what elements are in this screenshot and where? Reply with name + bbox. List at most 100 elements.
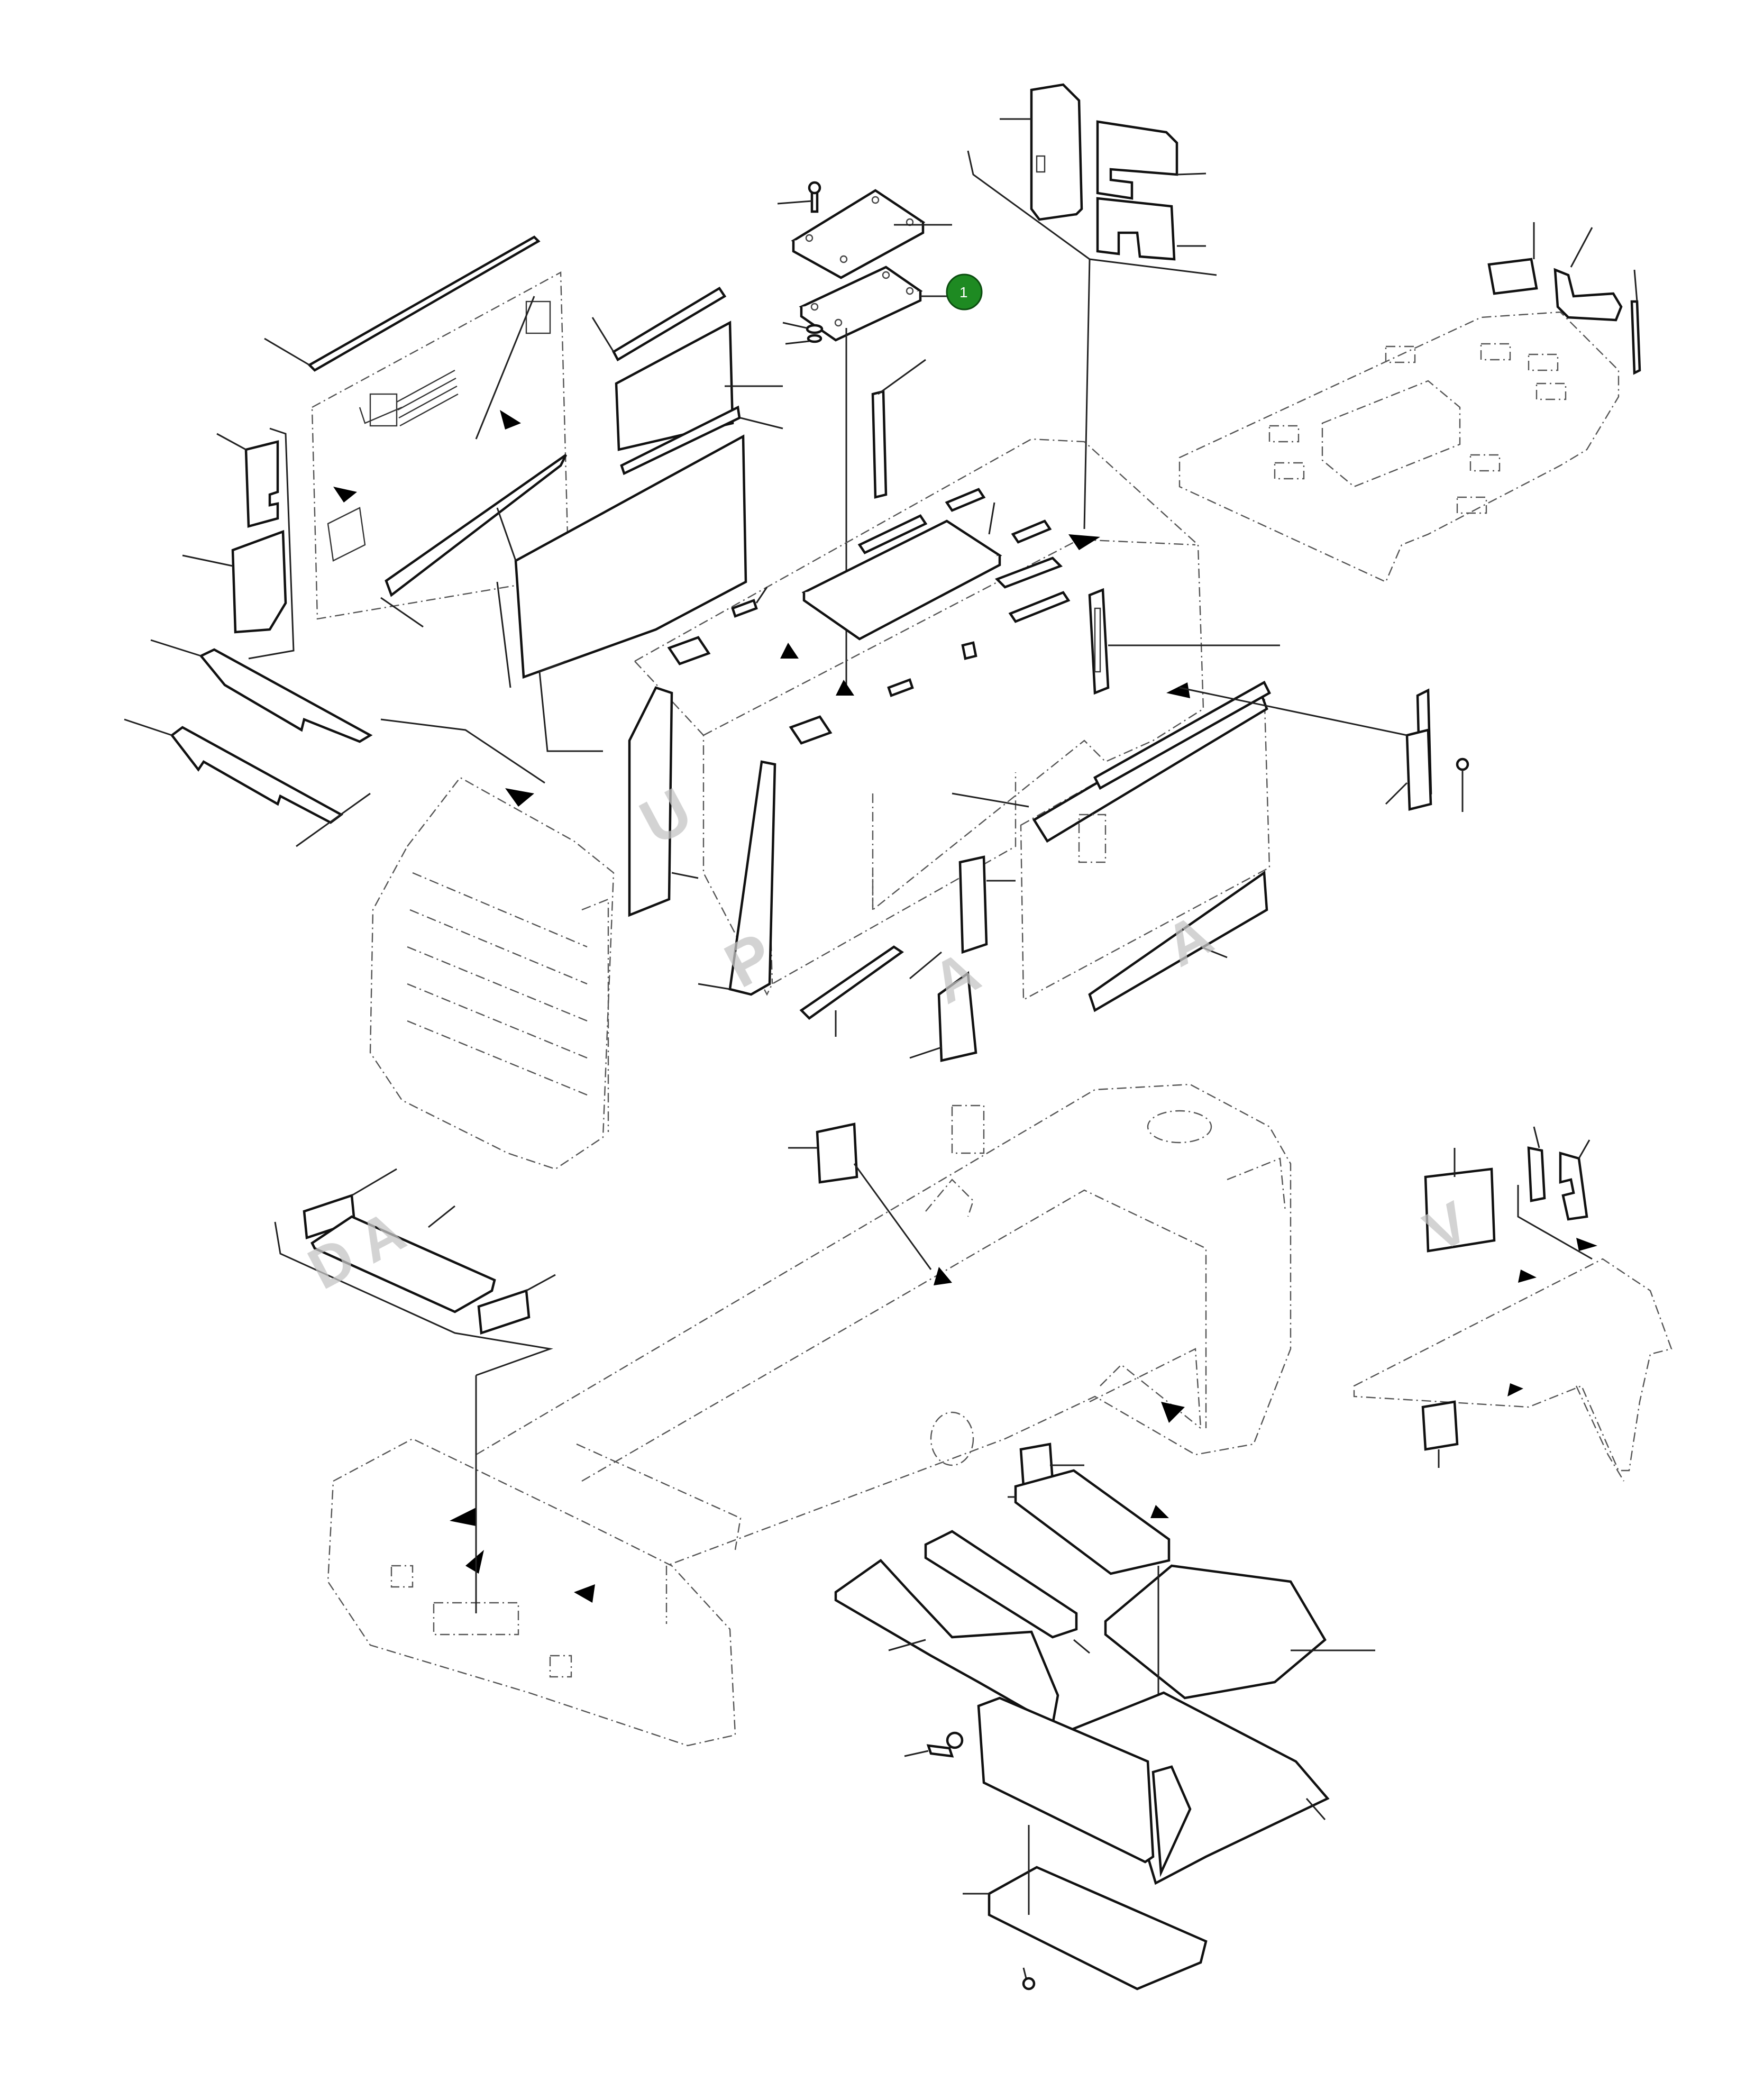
assembly-arrow [465,1550,484,1574]
rear-door-panel [311,271,570,620]
rear-panel-group [124,235,570,847]
front-grille-group [369,777,615,1170]
strip-pad-small [731,599,758,618]
floor-pad-stepped [199,648,373,743]
cab-floor-group [1178,222,1641,583]
assembly-arrow [780,643,799,659]
cover-bolt [1022,1977,1036,1991]
step-pad-notched [1559,1152,1588,1221]
callout-1-label: 1 [959,284,968,300]
assembly-arrow [836,680,854,696]
strip-pad [994,556,1063,589]
assembly-arrow [505,788,534,807]
counterweight-pads-group [274,1168,556,1613]
assembly-arrow [333,487,357,503]
square-pad-floor [816,1122,858,1184]
assembly-arrow [500,410,521,430]
strip-pad [1008,591,1071,623]
tray-washer [946,1731,964,1749]
battery-tray-bracket [1151,1765,1192,1877]
chassis-mount [951,1104,985,1154]
battery-tray-side [977,1696,1155,1864]
trim-strip-long [307,235,541,372]
step-pad-narrow [1527,1146,1546,1202]
door-pad-notched-lower [1096,197,1176,261]
chassis-group [327,1083,1292,1747]
pivot-boss [930,1411,974,1466]
floor-pad-notched [170,726,344,824]
floor-pads-group [834,1469,1375,1991]
pad-flat-long [310,1215,496,1313]
square-pad [667,636,711,665]
assembly-arrow [934,1267,952,1285]
step-pad-bottom [1421,1400,1459,1451]
background-watermark: U P A A D A V [298,774,1479,1302]
side-pad-triangle [1088,870,1268,1012]
pad-shaded-corner [937,971,977,1062]
step-plate [1353,1258,1672,1472]
floor-strip [799,945,904,1020]
vertical-spacer [871,390,888,499]
assembly-arrow [1150,1505,1169,1518]
pad-tall-narrow [958,855,988,954]
floor-pad-polygon [1104,1564,1327,1700]
washer [806,324,824,334]
bracket-bolt [1456,757,1469,771]
cab-floor-plate [1178,311,1620,583]
vent-grille [396,369,459,427]
floor-pad-rect [1014,1469,1171,1575]
assembly-arrow [1161,1402,1185,1423]
side-bracket-group [1179,687,1469,812]
strip-pad [1011,519,1052,544]
roof-pad-medium [615,321,734,451]
step-pad-square [1424,1167,1496,1253]
assembly-arrow [1576,1238,1597,1251]
assembly-arrow [1166,682,1190,698]
door-pad-notched-upper [1096,120,1178,200]
strip-pad [945,488,986,512]
roof-panels-group: 1 [496,181,983,752]
roof-strip-bottom [620,405,741,476]
cab-frame-outline [634,438,1204,911]
callout-1[interactable]: 1 [946,273,983,311]
pad-square-small [1487,258,1538,295]
wedge-strip [385,454,568,597]
slew-ring [1147,1110,1212,1144]
door-pad-tall [1030,83,1083,221]
insulation-pad-curved [231,529,287,634]
pad-bracket-shape [1553,268,1623,322]
floor-pad-strip [924,1530,1078,1639]
strip-pad [857,514,928,554]
side-pad-triangular-left [628,686,673,917]
square-pad-small [961,641,977,660]
door-pads-group [967,83,1217,529]
side-pad-large [514,434,747,679]
cab-floor-box [1321,380,1461,488]
tray-cover-plate [988,1866,1208,1991]
cab-rear-panel [1020,686,1271,1001]
assembly-arrow [1518,1270,1537,1283]
side-pad-triangular-right [728,760,776,996]
callout-1-badge[interactable] [946,273,983,311]
door-lock-bracket [327,507,366,562]
assembly-arrow [1068,534,1100,550]
vertical-pad-slotted [1088,588,1110,695]
step-plate-group [1353,1126,1672,1482]
nut [807,334,822,343]
svg-text:A: A [922,939,990,1016]
front-grille [369,777,615,1170]
floor-pad-curved [834,1559,1059,1727]
strip-pad-small [887,678,914,697]
square-pad [789,715,833,745]
assembly-arrow [1507,1383,1523,1396]
chassis-frame [476,1083,1292,1567]
pad-thin-strip [1630,300,1641,375]
roof-strip-top [612,286,727,362]
battery-tray [1056,1691,1330,1885]
assembly-arrow [574,1584,595,1603]
door-latch-block [369,393,398,427]
cab-frame-group [628,438,1280,1062]
pad-block-small [477,1289,531,1335]
tray-bolt [926,1744,954,1758]
